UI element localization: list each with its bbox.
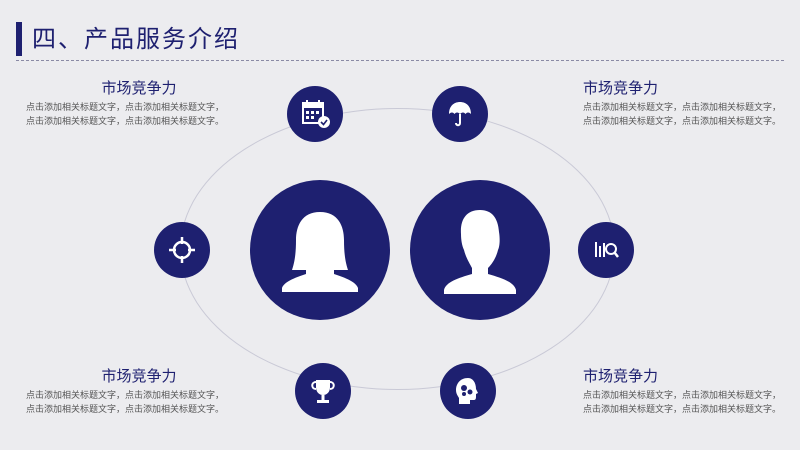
umbrella-icon [449, 102, 471, 127]
feature-heading: 市场竞争力 [101, 79, 177, 97]
male-user-icon [444, 210, 516, 294]
crosshair-circle [154, 222, 210, 278]
feature-block-bottom-right: 市场竞争力 点击添加相关标题文字，点击添加相关标题文字，点击添加相关标题文字，点… [583, 366, 783, 417]
trophy-circle [295, 363, 351, 419]
crosshair-icon [169, 237, 195, 263]
brain-gears-circle [440, 363, 496, 419]
feature-heading: 市场竞争力 [583, 367, 659, 385]
feature-block-top-left: 市场竞争力 点击添加相关标题文字，点击添加相关标题文字，点击添加相关标题文字，点… [24, 78, 224, 129]
title-divider [16, 60, 784, 61]
feature-description: 点击添加相关标题文字，点击添加相关标题文字，点击添加相关标题文字，点击添加相关标… [25, 391, 224, 415]
umbrella-circle [432, 86, 488, 142]
trophy-icon [311, 380, 335, 403]
feature-description: 点击添加相关标题文字，点击添加相关标题文字，点击添加相关标题文字，点击添加相关标… [583, 103, 782, 127]
calendar-check-circle [287, 86, 343, 142]
feature-block-bottom-left: 市场竞争力 点击添加相关标题文字，点击添加相关标题文字，点击添加相关标题文字，点… [24, 366, 224, 417]
brain-gears-icon [456, 378, 478, 404]
title-accent-bar [16, 22, 22, 56]
analytics-magnifier-icon [595, 242, 619, 258]
analytics-circle [578, 222, 634, 278]
calendar-check-icon [302, 100, 330, 128]
slide-title: 四、产品服务介绍 [32, 25, 240, 53]
female-user-circle [250, 180, 390, 320]
feature-block-top-right: 市场竞争力 点击添加相关标题文字，点击添加相关标题文字，点击添加相关标题文字，点… [583, 78, 783, 129]
feature-description: 点击添加相关标题文字，点击添加相关标题文字，点击添加相关标题文字，点击添加相关标… [25, 103, 224, 127]
feature-heading: 市场竞争力 [101, 367, 177, 385]
feature-heading: 市场竞争力 [583, 79, 659, 97]
feature-description: 点击添加相关标题文字，点击添加相关标题文字，点击添加相关标题文字，点击添加相关标… [583, 391, 782, 415]
male-user-circle [410, 180, 550, 320]
female-user-icon [282, 212, 358, 292]
